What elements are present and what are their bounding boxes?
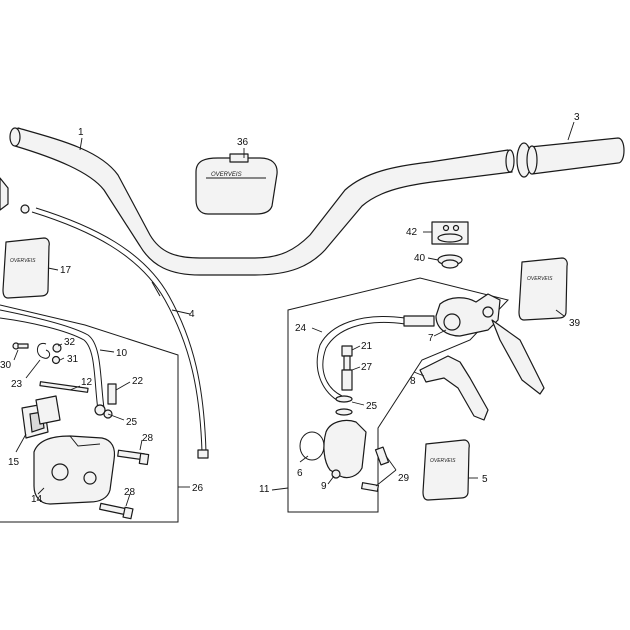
callout-4: 4 — [189, 309, 195, 320]
callout-40: 40 — [414, 253, 426, 264]
svg-text:OVERVEIS: OVERVEIS — [211, 172, 242, 178]
callout-8: 8 — [410, 376, 416, 387]
callout-28-upper: 28 — [142, 433, 154, 444]
bleed-screw — [12, 342, 29, 350]
rear-brake-hose — [316, 316, 406, 403]
banjo-fitting — [94, 383, 117, 419]
callout-26: 26 — [192, 483, 204, 494]
front-brake-assembly-frame — [0, 304, 179, 523]
callout-11: 11 — [259, 484, 270, 495]
callout-labels: 1 3 36 4 17 42 40 39 24 7 21 27 8 25 6 1… — [0, 112, 581, 505]
caliper-bolt-upper — [117, 449, 150, 466]
callout-27: 27 — [361, 362, 373, 373]
handlebar-pad: OVERVEIS — [195, 153, 278, 215]
callout-3: 3 — [574, 112, 580, 123]
rear-brake-master-assembly-frame — [287, 277, 509, 513]
callout-5: 5 — [482, 474, 488, 485]
svg-text:OVERVEIS: OVERVEIS — [10, 258, 36, 264]
callout-17: 17 — [60, 265, 72, 276]
callout-25-right: 25 — [366, 401, 378, 412]
nut — [51, 355, 61, 365]
svg-text:OVERVEIS: OVERVEIS — [527, 276, 553, 282]
parts-bag-17: OVERVEIS — [2, 237, 50, 299]
brake-pads — [21, 395, 61, 439]
callout-36: 36 — [237, 137, 249, 148]
callout-15: 15 — [8, 457, 20, 468]
handlebar — [9, 127, 515, 276]
spring-clip — [37, 342, 51, 359]
callout-12: 12 — [81, 377, 93, 388]
svg-text:OVERVEIS: OVERVEIS — [430, 458, 456, 464]
brake-lever — [419, 355, 489, 421]
callout-29: 29 — [398, 473, 410, 484]
callout-1: 1 — [78, 127, 84, 138]
hose-fitting — [341, 345, 353, 391]
edge-part — [0, 177, 9, 211]
cover-screws — [361, 446, 390, 492]
leader-lines — [13, 121, 575, 507]
callout-14: 14 — [31, 494, 43, 505]
callout-32: 32 — [64, 337, 76, 348]
brake-hose — [0, 309, 105, 409]
callout-23: 23 — [11, 379, 23, 390]
caliper-bolt-lower — [99, 502, 134, 520]
callout-39: 39 — [569, 318, 581, 329]
clamp-nut — [437, 254, 463, 269]
reservoir-cover — [323, 419, 367, 479]
throttle-cable — [20, 204, 209, 459]
callout-10: 10 — [116, 348, 128, 359]
master-cylinder — [435, 293, 545, 395]
handlebar-grip — [516, 137, 625, 178]
callout-25-left: 25 — [126, 417, 138, 428]
callout-31: 31 — [67, 354, 79, 365]
callout-22: 22 — [132, 376, 144, 387]
callout-24: 24 — [295, 323, 307, 334]
clamp-screws — [431, 221, 469, 245]
parts-bag-39: OVERVEIS — [518, 257, 568, 321]
callout-28-lower: 28 — [124, 487, 136, 498]
callout-42: 42 — [406, 227, 418, 238]
callout-7: 7 — [428, 333, 434, 344]
callout-9: 9 — [321, 481, 327, 492]
sealing-washers — [335, 395, 353, 416]
parts-bag-5: OVERVEIS — [422, 439, 470, 501]
pad-pin — [39, 381, 89, 393]
brake-caliper — [33, 435, 116, 505]
callout-6: 6 — [297, 468, 303, 479]
callout-30: 30 — [0, 360, 12, 371]
callout-21: 21 — [361, 341, 373, 352]
o-ring — [299, 431, 325, 461]
